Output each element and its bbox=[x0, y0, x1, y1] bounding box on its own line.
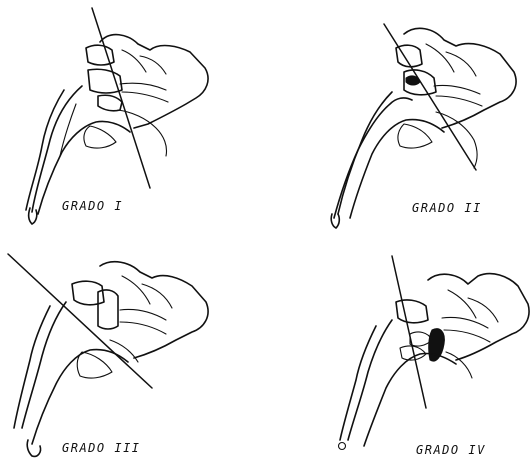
sacrum-illustration bbox=[26, 35, 208, 224]
panel-caption: GRADO I bbox=[62, 199, 123, 213]
panel-grado-iv: GRADO IV bbox=[339, 256, 530, 457]
incision-line bbox=[8, 254, 152, 388]
panel-grado-iii: GRADO III bbox=[8, 254, 208, 456]
sacrum-illustration bbox=[14, 262, 208, 457]
panel-caption: GRADO IV bbox=[416, 443, 486, 457]
panel-caption: GRADO III bbox=[62, 441, 141, 455]
panel-grado-i: GRADO I bbox=[26, 8, 208, 224]
panel-caption: GRADO II bbox=[412, 201, 482, 215]
panel-grado-ii: GRADO II bbox=[331, 24, 516, 228]
sacrum-illustration bbox=[339, 274, 530, 450]
sacrum-illustration bbox=[331, 28, 516, 228]
